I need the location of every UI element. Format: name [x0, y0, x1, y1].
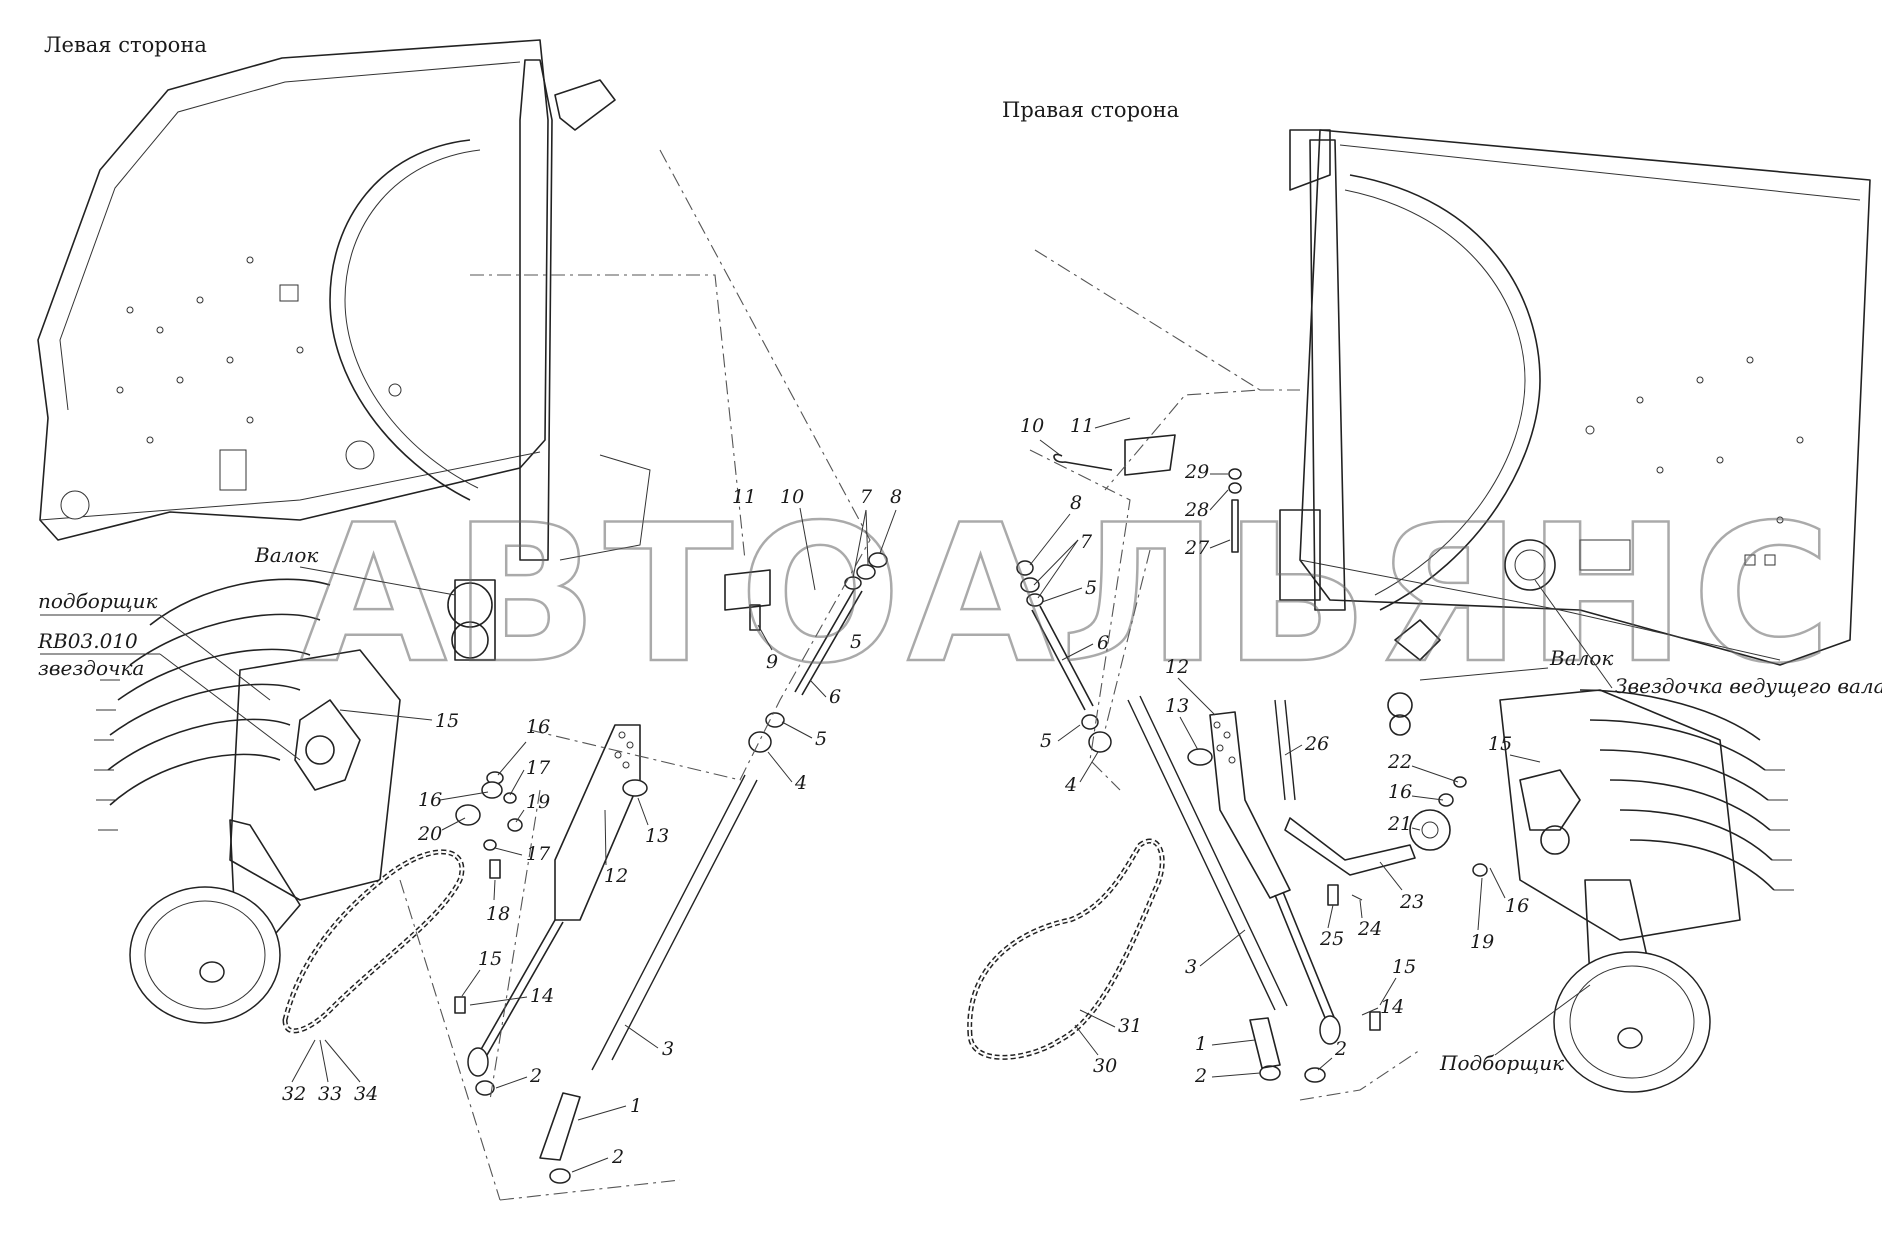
label-left-13: 13 — [645, 825, 669, 847]
label-right-29: 29 — [1184, 461, 1209, 483]
label-right-22: 22 — [1387, 751, 1412, 773]
callout-right-podborshchik: Подборщик — [1439, 1051, 1564, 1075]
label-left-16a: 16 — [526, 716, 550, 738]
left-drive-chain — [282, 849, 465, 1034]
right-chamber-arc — [1349, 174, 1541, 611]
label-right-10: 10 — [1020, 415, 1044, 437]
label-right-15b: 15 — [1392, 956, 1416, 978]
watermark: АВТОАЛЬЯНС — [300, 484, 1837, 705]
callout-left-zvezdochka: звездочка — [38, 656, 144, 680]
label-left-12: 12 — [604, 865, 628, 887]
label-left-18: 18 — [486, 903, 510, 925]
label-left-4: 4 — [794, 772, 807, 794]
left-panel-holes — [60, 256, 402, 520]
label-right-21: 21 — [1387, 813, 1412, 835]
label-right-2b: 2 — [1334, 1038, 1347, 1060]
label-right-15a: 15 — [1488, 733, 1512, 755]
label-right-8: 8 — [1070, 492, 1082, 514]
label-right-19: 19 — [1470, 931, 1494, 953]
label-left-6: 6 — [829, 686, 841, 708]
label-left-3: 3 — [662, 1038, 674, 1060]
callout-left-podborshchik: подборщик — [38, 589, 158, 613]
label-right-6: 6 — [1097, 632, 1109, 654]
left-callouts: Валок подборщик RB03.010 звездочка — [37, 543, 456, 761]
label-left-16b: 16 — [418, 789, 442, 811]
label-left-15b: 15 — [478, 948, 502, 970]
callout-left-valok: Валок — [254, 543, 318, 567]
label-right-4: 4 — [1064, 774, 1077, 796]
right-pickup-tines — [1579, 689, 1794, 891]
label-right-31: 31 — [1118, 1015, 1142, 1037]
right-callouts: Валок Звездочка ведущего вала Подборщик — [1419, 579, 1882, 1075]
label-left-7: 7 — [860, 486, 873, 508]
callout-left-rb: RB03.010 — [37, 629, 138, 653]
left-side-caption: Левая сторона — [44, 33, 207, 57]
label-right-30: 30 — [1093, 1055, 1117, 1077]
left-side-assembly — [37, 39, 888, 1201]
label-right-24: 24 — [1357, 918, 1382, 940]
label-left-14: 14 — [530, 985, 554, 1007]
left-chamber-arc — [329, 139, 471, 501]
label-right-16a: 16 — [1388, 781, 1412, 803]
label-right-5a: 5 — [1085, 577, 1097, 599]
label-left-15a: 15 — [435, 710, 459, 732]
label-right-25: 25 — [1319, 928, 1344, 950]
label-right-12: 12 — [1165, 656, 1189, 678]
label-left-19: 19 — [526, 791, 550, 813]
label-right-28: 28 — [1184, 499, 1209, 521]
label-right-26: 26 — [1304, 733, 1329, 755]
right-spring-3 — [1127, 695, 1288, 1011]
label-right-14: 14 — [1380, 996, 1404, 1018]
label-left-33: 33 — [318, 1083, 342, 1105]
label-right-1: 1 — [1195, 1033, 1207, 1055]
left-vertical-frame — [519, 59, 553, 561]
label-right-13: 13 — [1165, 695, 1189, 717]
label-left-2a: 2 — [529, 1065, 542, 1087]
label-right-5b: 5 — [1040, 730, 1052, 752]
label-left-17a: 17 — [526, 757, 551, 779]
left-pickup-tines — [94, 578, 331, 831]
label-left-5b: 5 — [815, 728, 827, 750]
label-right-7: 7 — [1080, 531, 1093, 553]
label-right-2a: 2 — [1194, 1065, 1207, 1087]
label-left-32: 32 — [282, 1083, 306, 1105]
label-right-27: 27 — [1184, 537, 1210, 559]
right-sprocket-21 — [1409, 809, 1451, 851]
label-left-2b: 2 — [611, 1146, 624, 1168]
label-left-8: 8 — [890, 486, 902, 508]
label-right-23: 23 — [1399, 891, 1424, 913]
label-right-11: 11 — [1070, 415, 1094, 437]
label-left-10: 10 — [780, 486, 804, 508]
right-side-assembly — [967, 129, 1871, 1101]
callout-right-valok: Валок — [1549, 646, 1613, 670]
label-left-1: 1 — [630, 1095, 642, 1117]
right-part-numbers: 10 11 29 28 27 8 7 5 6 5 4 12 13 26 22 1… — [1020, 415, 1541, 1087]
left-side-panel — [37, 39, 549, 541]
label-left-9: 9 — [766, 651, 778, 673]
label-left-20: 20 — [417, 823, 442, 845]
label-left-11: 11 — [732, 486, 756, 508]
right-side-caption: Правая сторона — [1002, 98, 1179, 122]
label-left-17b: 17 — [526, 843, 551, 865]
label-left-34: 34 — [354, 1083, 378, 1105]
callout-right-drive-sprocket: Звездочка ведущего вала — [1615, 674, 1882, 698]
label-right-16b: 16 — [1505, 895, 1529, 917]
label-right-3: 3 — [1185, 956, 1197, 978]
right-pickup-wheel — [1553, 879, 1711, 1093]
left-part-numbers: 11 10 7 8 9 5 6 5 4 15 16 17 16 19 20 17… — [282, 486, 902, 1173]
label-left-5a: 5 — [850, 631, 862, 653]
left-pickup-wheel — [129, 819, 301, 1024]
right-panel-holes — [1579, 356, 1804, 571]
left-spring-3 — [591, 774, 758, 1071]
